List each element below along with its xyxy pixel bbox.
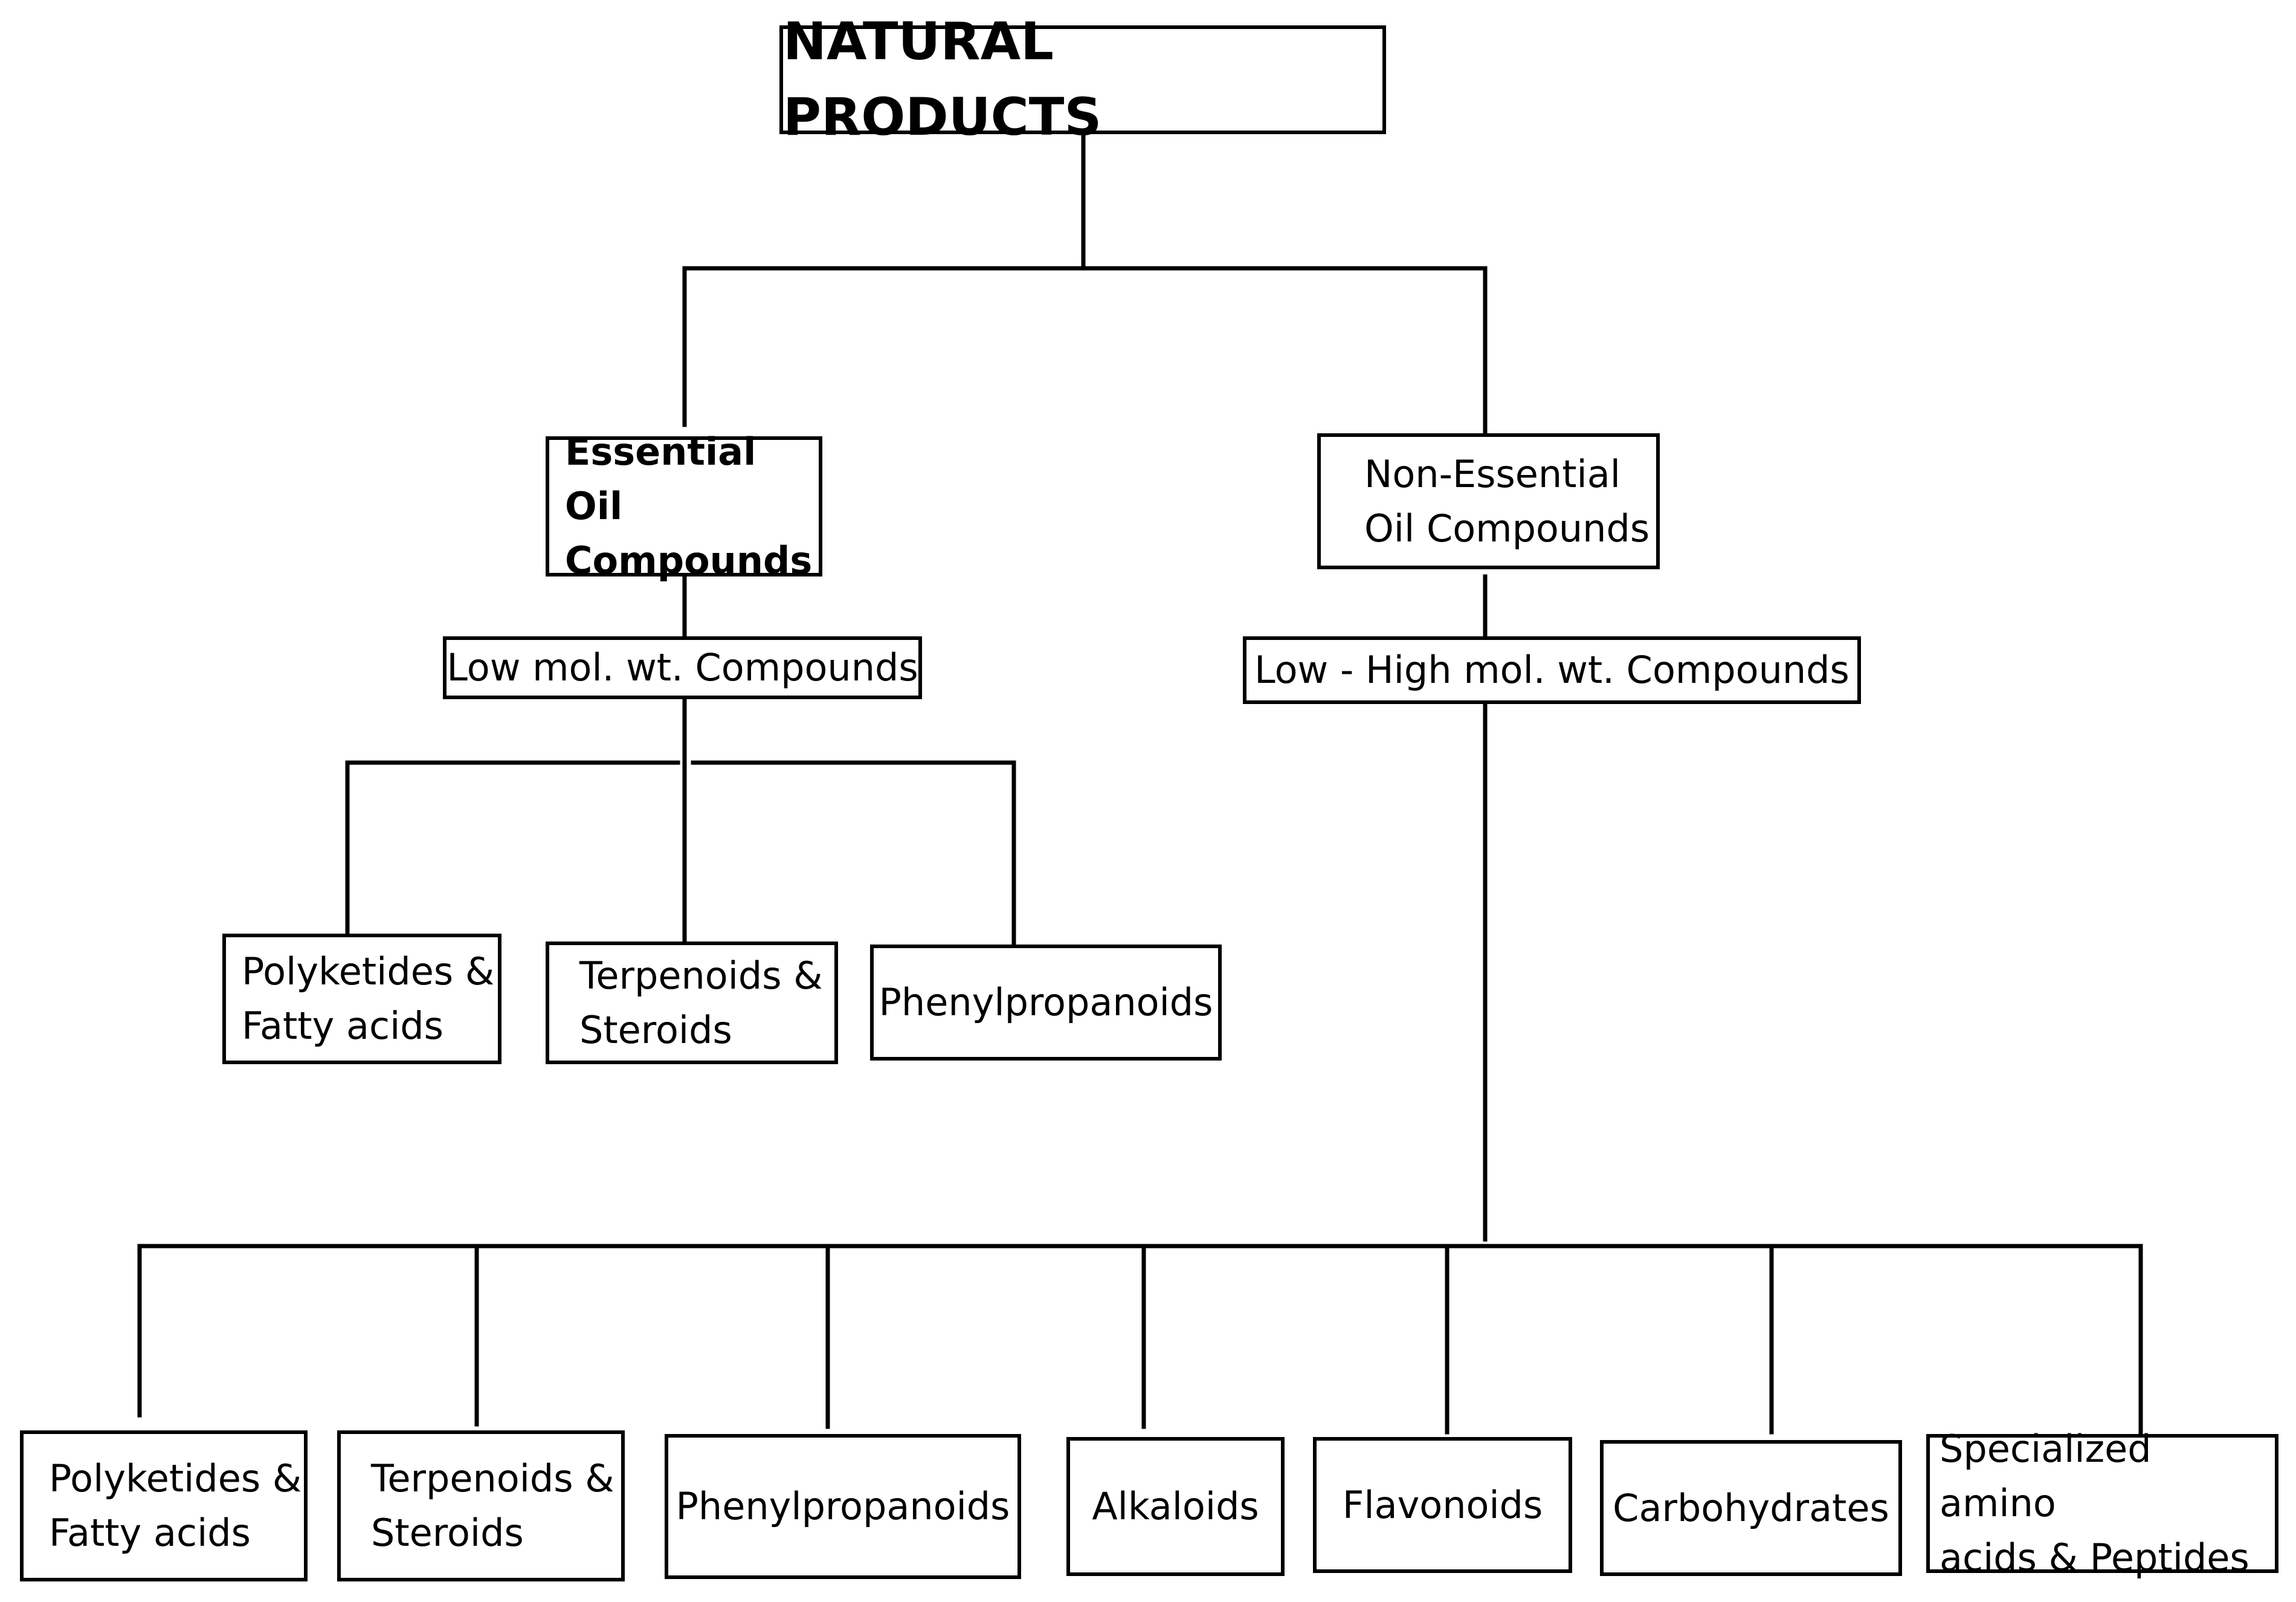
- non-essential-carbohydrates-node: Carbohydrates: [1600, 1440, 1902, 1576]
- non-essential-alkaloids-node: Alkaloids: [1066, 1437, 1285, 1576]
- essential-terpenoids-node: Terpenoids & Steroids: [546, 941, 838, 1064]
- non-essential-oil-node: Non-Essential Oil Compounds: [1317, 433, 1660, 569]
- essential-polyketides-node: Polyketides & Fatty acids: [222, 934, 501, 1064]
- non-essential-terpenoids-node: Terpenoids & Steroids: [337, 1430, 625, 1581]
- non-essential-flavonoids-node: Flavonoids: [1313, 1437, 1572, 1573]
- low-high-weight-compounds-node: Low - High mol. wt. Compounds: [1243, 636, 1861, 704]
- low-weight-compounds-node: Low mol. wt. Compounds: [443, 636, 922, 699]
- root-node: NATURAL PRODUCTS: [779, 11, 1386, 147]
- non-essential-polyketides-node: Polyketides & Fatty acids: [20, 1430, 308, 1581]
- essential-phenylpropanoids-node: Phenylpropanoids: [870, 945, 1222, 1061]
- non-essential-phenylpropanoids-node: Phenylpropanoids: [665, 1434, 1021, 1579]
- non-essential-peptides-node: Specialized amino acids & Peptides: [1926, 1427, 2278, 1580]
- essential-oil-node: Essential Oil Compounds: [546, 430, 822, 583]
